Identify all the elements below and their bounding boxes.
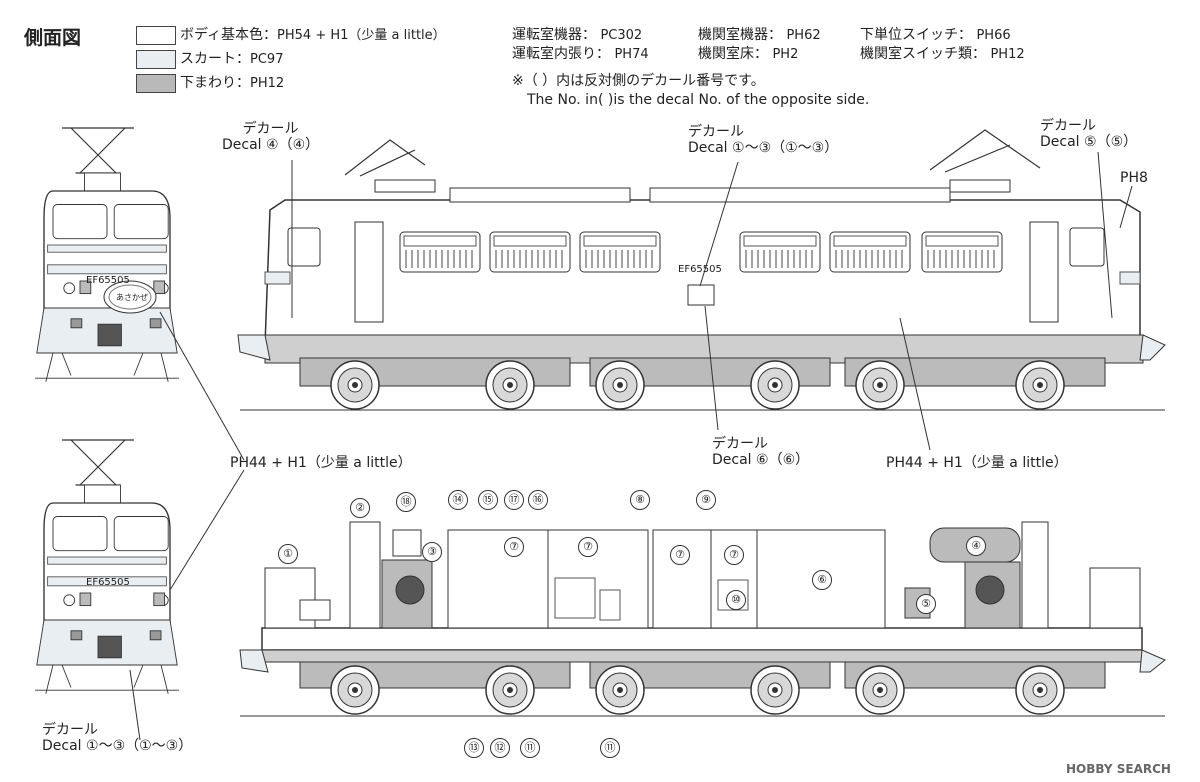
- legend-swatch-skirt: [136, 50, 176, 69]
- note-english: The No. in( )is the decal No. of the opp…: [527, 92, 870, 108]
- callout-ph8: PH8: [1120, 170, 1148, 186]
- parts-lower-switch: 下単位スイッチ： PH66: [860, 27, 1011, 43]
- part-5: ⑤: [916, 594, 936, 614]
- part-11b: ⑪: [600, 738, 620, 758]
- callout-decal-1-3-bottom: デカール Decal ①〜③（①〜③）: [42, 722, 193, 754]
- part-9: ⑨: [696, 490, 716, 510]
- part-6: ⑥: [812, 570, 832, 590]
- legend-label-skirt: スカート：PC97: [180, 51, 284, 67]
- part-16: ⑯: [528, 490, 548, 510]
- front-view-bottom: [34, 439, 180, 695]
- part-13: ⑬: [464, 738, 484, 758]
- headmark-text: あさかぜ: [116, 293, 148, 302]
- part-4: ④: [966, 536, 986, 556]
- parts-engine-switches: 機関室スイッチ類： PH12: [860, 46, 1025, 62]
- callout-paint-right: PH44 + H1（少量 a little）: [886, 455, 1068, 471]
- loco-number-front-top: EF65505: [86, 275, 130, 286]
- part-2: ②: [350, 498, 370, 518]
- legend-label-body: ボディ基本色：PH54 + H1（少量 a little）: [180, 27, 446, 43]
- front-view-top: [34, 127, 180, 383]
- parts-engine-floor: 機関室床： PH2: [698, 46, 799, 62]
- part-12: ⑫: [490, 738, 510, 758]
- part-17: ⑰: [504, 490, 524, 510]
- callout-decal-1-3-top: デカール Decal ①〜③（①〜③）: [688, 124, 839, 156]
- note-japanese: ※（ ）内は反対側のデカール番号です。: [512, 73, 765, 89]
- legend-swatch-underframe: [136, 74, 176, 93]
- loco-number-front-bottom: EF65505: [86, 577, 130, 588]
- part-3: ③: [422, 542, 442, 562]
- watermark: HOBBY SEARCH: [1066, 762, 1171, 776]
- part-10: ⑩: [726, 590, 746, 610]
- loco-number-side: EF65505: [678, 264, 722, 275]
- part-7a: ⑦: [504, 537, 524, 557]
- legend-swatch-body: [136, 26, 176, 45]
- part-14: ⑭: [448, 490, 468, 510]
- part-15: ⑮: [478, 490, 498, 510]
- part-7d: ⑦: [724, 545, 744, 565]
- part-18: ⑱: [396, 492, 416, 512]
- page-title: 側面図: [24, 27, 82, 49]
- side-view-top: [237, 129, 1166, 411]
- callout-decal-4: デカール Decal ④（④）: [222, 121, 320, 153]
- part-1: ①: [278, 544, 298, 564]
- side-view-interior: [239, 521, 1166, 717]
- parts-cab-lining: 運転室内張り： PH74: [512, 46, 649, 62]
- callout-decal-5: デカール Decal ⑤（⑤）: [1040, 118, 1138, 150]
- part-8: ⑧: [630, 490, 650, 510]
- legend-label-underframe: 下まわり：PH12: [180, 75, 285, 91]
- part-7b: ⑦: [578, 537, 598, 557]
- headmark-top: [103, 280, 157, 314]
- callout-decal-6: デカール Decal ⑥（⑥）: [712, 436, 810, 468]
- parts-cab-equipment: 運転室機器： PC302: [512, 27, 643, 43]
- leader-lines: [129, 151, 1133, 741]
- part-11a: ⑪: [520, 738, 540, 758]
- callout-paint-left: PH44 + H1（少量 a little）: [230, 455, 412, 471]
- part-7c: ⑦: [670, 545, 690, 565]
- parts-engine-equipment: 機関室機器： PH62: [698, 27, 821, 43]
